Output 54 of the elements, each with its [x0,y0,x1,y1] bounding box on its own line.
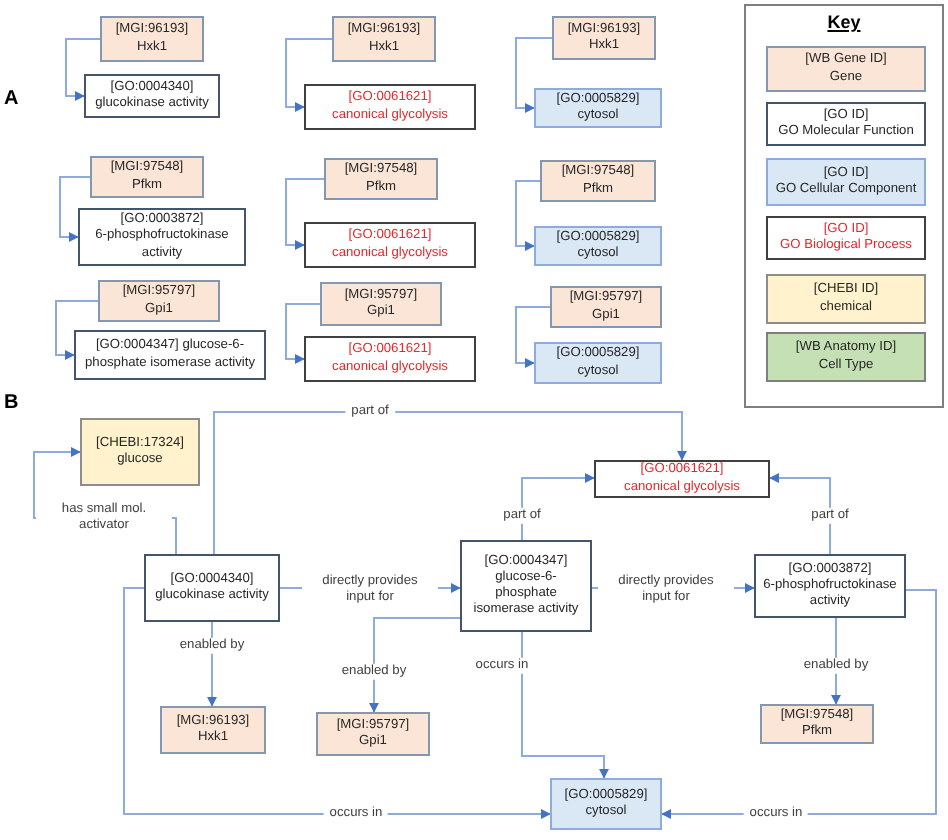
gene-box [760,704,874,744]
connector-arrow [515,180,541,251]
connector-arrow [59,176,91,242]
gene-box [320,282,442,326]
molecular-function-box [460,540,592,632]
connector-arrow [521,473,595,541]
panel-letter: A [4,88,19,110]
cellular-component-box [550,778,662,830]
cellular-component-box [534,88,662,128]
connector-arrow [515,37,553,113]
biological-process-box [304,84,476,130]
connector-arrow [65,38,101,101]
cellular-component-box [766,158,926,206]
molecular-function-box [84,74,220,118]
biological-process-box [304,336,476,382]
connector-arrow [55,300,99,360]
gene-box [160,706,266,754]
gene-box [100,16,204,62]
key-title: Key [827,12,861,32]
gene-box [316,712,430,756]
panel-letter: B [4,392,19,414]
biological-process-box [304,222,476,268]
key-panel [744,4,944,408]
gene-box [324,158,438,200]
connector-arrow [661,589,937,819]
connector-arrow [769,473,831,555]
connector-arrow [213,411,687,555]
connector-arrow [123,587,551,819]
gene-box [550,286,662,328]
molecular-function-box [144,554,280,622]
gene-box [98,280,220,322]
biological-process-box [766,216,926,260]
biological-process-box [594,460,770,498]
molecular-function-box [78,208,246,266]
chemical-box [766,274,926,324]
connector-arrow [369,617,461,713]
molecular-function-box [766,102,926,146]
connector-arrow [831,617,841,705]
connector-arrow [515,306,551,368]
cellular-component-box [534,342,662,384]
gene-box [90,156,204,198]
gene-box [552,16,656,60]
cell-type-box [766,332,926,382]
molecular-function-box [754,554,906,618]
connector-arrow [285,178,325,250]
connector-arrow [285,38,333,112]
gene-box [766,46,926,92]
cellular-component-box [534,226,662,266]
gene-box [332,16,436,62]
chemical-box [80,418,200,486]
connector-arrow [285,303,321,364]
gene-box [540,160,656,202]
molecular-function-box [74,330,266,380]
connector-arrow [521,631,609,779]
